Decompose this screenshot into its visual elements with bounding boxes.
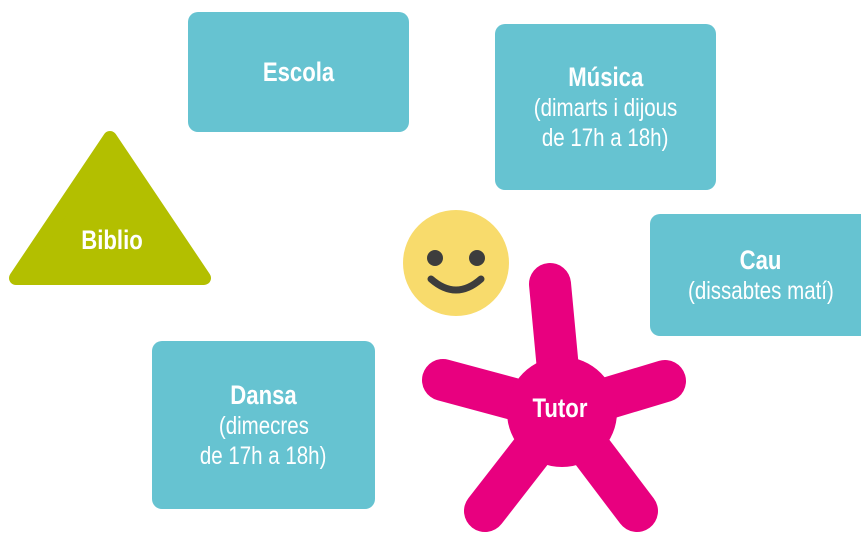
musica-title: Música bbox=[567, 62, 644, 92]
smiley-icon bbox=[403, 210, 509, 316]
biblio-label: Biblio bbox=[81, 225, 143, 255]
cau-detail-line-1: (dissabtes matí) bbox=[687, 277, 834, 305]
dansa-title: Dansa bbox=[230, 380, 297, 410]
cau-title: Cau bbox=[739, 245, 782, 275]
dansa-detail-line-2: de 17h a 18h) bbox=[200, 442, 327, 470]
musica-box: Música (dimarts i dijous de 17h a 18h) bbox=[495, 24, 716, 190]
escola-title: Escola bbox=[262, 57, 335, 87]
musica-detail-line-1: (dimarts i dijous bbox=[533, 94, 678, 122]
dansa-detail-line-1: (dimecres bbox=[218, 412, 309, 440]
biblio-triangle bbox=[9, 131, 211, 285]
cau-box: Cau (dissabtes matí) bbox=[650, 214, 861, 336]
escola-box: Escola bbox=[188, 12, 409, 132]
tutor-label: Tutor bbox=[532, 393, 588, 423]
dansa-box: Dansa (dimecres de 17h a 18h) bbox=[152, 341, 375, 509]
musica-detail-line-2: de 17h a 18h) bbox=[542, 124, 669, 152]
